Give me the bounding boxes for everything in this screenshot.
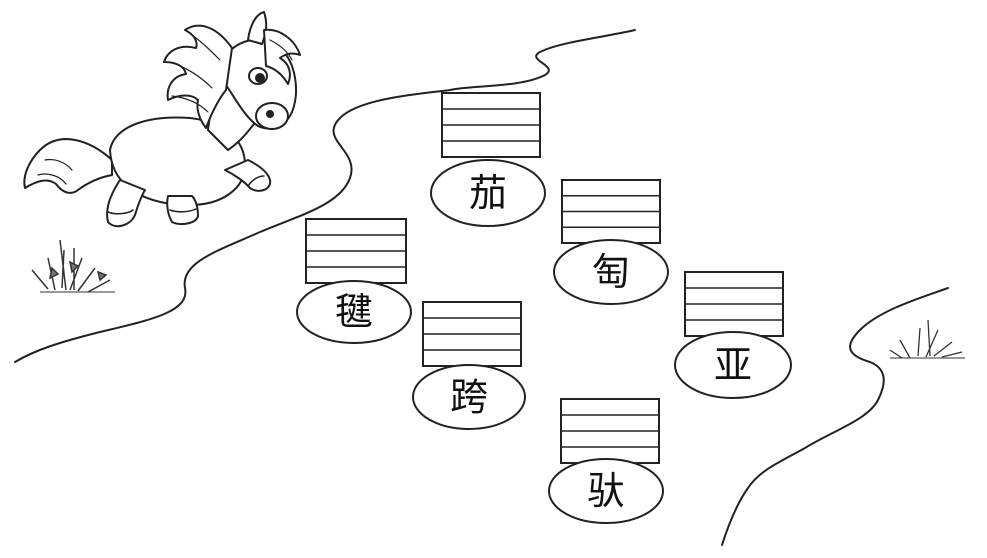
pinyin-writing-grid[interactable] [441,92,541,158]
character-oval [553,239,669,305]
hanzi-character: 亚 [714,343,752,387]
hanzi-character: 匋 [592,250,630,294]
hanzi-character: 茄 [469,171,507,215]
stepping-stone: 跨 [412,301,526,430]
hanzi-character: 毽 [335,290,373,334]
character-oval [430,159,546,227]
stepping-stone: 茄 [430,92,546,227]
pinyin-writing-grid[interactable] [305,218,407,284]
grass-tuft-left [31,239,115,293]
stepping-stone: 匋 [553,179,669,305]
stepping-stone: 毽 [296,218,412,344]
stepping-stone: 亚 [674,271,792,399]
character-oval [412,364,526,430]
pinyin-writing-grid[interactable] [684,271,784,337]
stepping-stone: 驮 [548,398,664,524]
pinyin-writing-grid[interactable] [561,179,661,244]
pony-illustration [23,11,301,228]
lower-right-riverbank [721,287,949,546]
upper-left-riverbank [14,29,636,363]
river-banks [14,29,949,546]
pinyin-writing-grid[interactable] [422,301,522,367]
hanzi-character: 跨 [450,375,488,419]
character-oval [548,458,664,524]
hanzi-character: 驮 [587,469,625,513]
grass-tuft-right [889,319,965,359]
pinyin-writing-grid[interactable] [560,398,660,464]
character-oval [674,331,792,399]
character-oval [296,280,412,344]
